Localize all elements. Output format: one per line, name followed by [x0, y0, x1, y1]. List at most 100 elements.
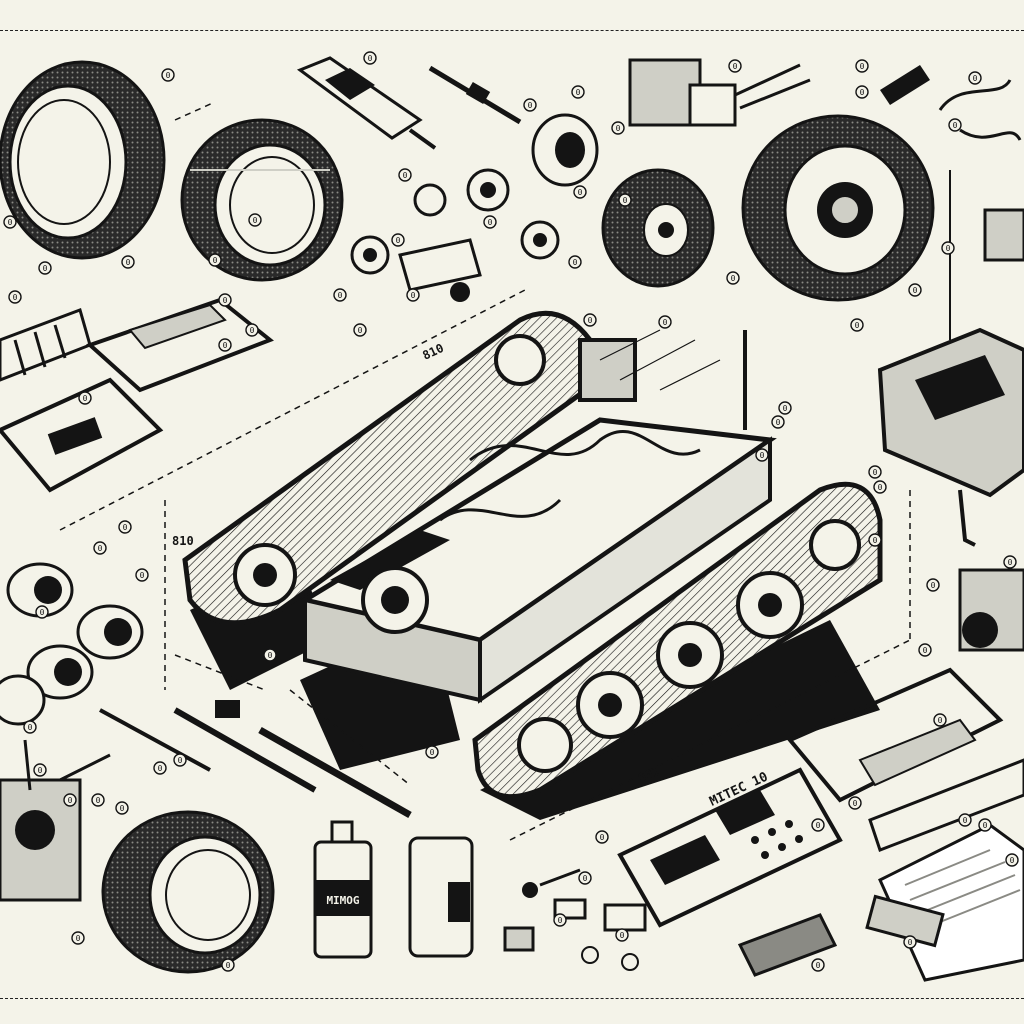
- tire-top-center: [180, 118, 344, 282]
- callout-1: 0: [161, 68, 175, 82]
- svg-text:0: 0: [913, 286, 918, 295]
- callout-32: 0: [583, 313, 597, 327]
- svg-text:0: 0: [338, 291, 343, 300]
- callout-51: 0: [71, 931, 85, 945]
- tire-top-right: [741, 114, 935, 302]
- frame-bracket-left: [86, 297, 274, 393]
- tire-bottom-left: [101, 810, 275, 974]
- callout-4: 0: [728, 59, 742, 73]
- svg-text:0: 0: [166, 71, 171, 80]
- svg-text:0: 0: [488, 218, 493, 227]
- callout-62: 0: [918, 643, 932, 657]
- callout-29: 0: [353, 323, 367, 337]
- callout-20: 0: [948, 118, 962, 132]
- motor-pods-right: [958, 568, 1024, 652]
- callout-46: 0: [173, 753, 187, 767]
- svg-text:0: 0: [96, 796, 101, 805]
- callout-53: 0: [425, 745, 439, 759]
- gearbox-bottom-left: [0, 739, 82, 902]
- bottom-frame-line: [0, 998, 1024, 999]
- callout-15: 0: [483, 215, 497, 229]
- callout-64: 0: [978, 818, 992, 832]
- svg-text:0: 0: [931, 581, 936, 590]
- callout-21: 0: [941, 241, 955, 255]
- svg-text:0: 0: [578, 188, 583, 197]
- svg-text:0: 0: [816, 821, 821, 830]
- svg-text:0: 0: [946, 244, 951, 253]
- callout-55: 0: [615, 928, 629, 942]
- svg-text:0: 0: [776, 418, 781, 427]
- svg-text:0: 0: [226, 961, 231, 970]
- callout-13: 0: [391, 233, 405, 247]
- svg-text:0: 0: [120, 804, 125, 813]
- svg-text:0: 0: [1008, 558, 1013, 567]
- callout-22: 0: [3, 215, 17, 229]
- svg-text:0: 0: [860, 88, 865, 97]
- svg-text:0: 0: [576, 88, 581, 97]
- svg-text:0: 0: [411, 291, 416, 300]
- callout-71: 0: [578, 871, 592, 885]
- callout-28: 0: [333, 288, 347, 302]
- callout-39: 0: [118, 520, 132, 534]
- callout-40: 0: [93, 541, 107, 555]
- svg-text:0: 0: [616, 124, 621, 133]
- callout-65: 0: [1005, 853, 1019, 867]
- svg-text:0: 0: [140, 571, 145, 580]
- callout-markers: 0 0 0 0 0 0 0 0 0 0 0 0 0 0 0 0 0 0 0 0 0 0 0 0 0 0 0 0 0 0 0 0 0 0 0 0 0 0 0 0…: [3, 51, 1019, 972]
- svg-text:0: 0: [368, 54, 373, 63]
- callout-11: 0: [568, 255, 582, 269]
- svg-text:0: 0: [853, 799, 858, 808]
- svg-text:0: 0: [83, 394, 88, 403]
- spray-bottle: MIMOG: [313, 820, 373, 959]
- gearbox-top: [628, 58, 811, 127]
- callout-37: 0: [8, 290, 22, 304]
- circuit-board: [737, 913, 838, 977]
- motor-pods-left: [0, 562, 144, 726]
- top-dimension-text: 810: [420, 341, 446, 363]
- remote-controller: MITEC 10: [617, 767, 843, 928]
- svg-text:0: 0: [938, 716, 943, 725]
- svg-text:0: 0: [250, 326, 255, 335]
- callout-6: 0: [855, 85, 869, 99]
- callout-43: 0: [23, 720, 37, 734]
- callout-12: 0: [398, 168, 412, 182]
- svg-text:0: 0: [983, 821, 988, 830]
- callout-60: 0: [926, 578, 940, 592]
- svg-text:0: 0: [878, 483, 883, 492]
- callout-44: 0: [263, 648, 277, 662]
- wheel-small-black: [601, 168, 715, 288]
- svg-text:0: 0: [620, 931, 625, 940]
- bottom-dimension-text: G01: [636, 764, 661, 785]
- svg-text:0: 0: [783, 404, 788, 413]
- callout-24: 0: [121, 255, 135, 269]
- svg-text:0: 0: [8, 218, 13, 227]
- svg-text:0: 0: [13, 293, 18, 302]
- control-box-right: [877, 170, 1024, 547]
- svg-text:0: 0: [268, 651, 273, 660]
- chassis-body: [298, 330, 777, 704]
- callout-10: 0: [573, 185, 587, 199]
- svg-text:0: 0: [123, 523, 128, 532]
- connector-plug: [880, 65, 1022, 141]
- callout-35: 0: [771, 415, 785, 429]
- svg-text:0: 0: [573, 258, 578, 267]
- svg-text:0: 0: [923, 646, 928, 655]
- svg-text:0: 0: [558, 916, 563, 925]
- svg-text:0: 0: [253, 216, 258, 225]
- svg-text:0: 0: [623, 196, 628, 205]
- callout-54: 0: [553, 913, 567, 927]
- callout-9: 0: [611, 121, 625, 135]
- frame-tray-right: [786, 667, 1024, 852]
- svg-text:0: 0: [213, 256, 218, 265]
- svg-text:0: 0: [953, 121, 958, 130]
- svg-text:0: 0: [403, 171, 408, 180]
- svg-text:0: 0: [38, 766, 43, 775]
- bearing-small: [350, 168, 560, 275]
- svg-text:0: 0: [43, 264, 48, 273]
- svg-text:0: 0: [396, 236, 401, 245]
- callout-52: 0: [221, 958, 235, 972]
- callout-50: 0: [115, 801, 129, 815]
- svg-text:0: 0: [973, 74, 978, 83]
- callout-2: 0: [363, 51, 377, 65]
- svg-text:0: 0: [76, 934, 81, 943]
